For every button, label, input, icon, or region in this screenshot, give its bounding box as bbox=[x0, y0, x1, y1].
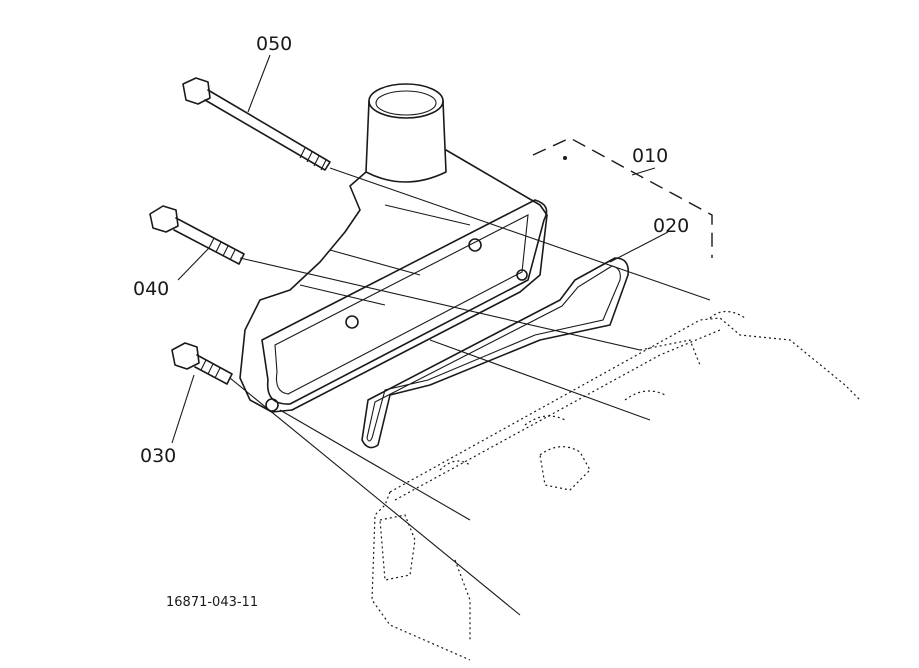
callout-bracket-010 bbox=[532, 137, 713, 258]
callout-010: 010 bbox=[632, 145, 668, 167]
bolt-030 bbox=[171, 342, 233, 385]
bolt-050 bbox=[182, 77, 331, 171]
callout-050: 050 bbox=[256, 33, 292, 55]
callout-040: 040 bbox=[133, 278, 169, 300]
engine-block-outline bbox=[371, 310, 861, 661]
alignment-lines bbox=[229, 167, 711, 616]
drawing-number: 16871-043-11 bbox=[166, 595, 258, 610]
water-outlet-housing bbox=[239, 83, 548, 413]
leader-lines bbox=[171, 54, 669, 444]
bolt-040 bbox=[149, 205, 245, 265]
callout-020: 020 bbox=[653, 215, 689, 237]
callout-030: 030 bbox=[140, 445, 176, 467]
